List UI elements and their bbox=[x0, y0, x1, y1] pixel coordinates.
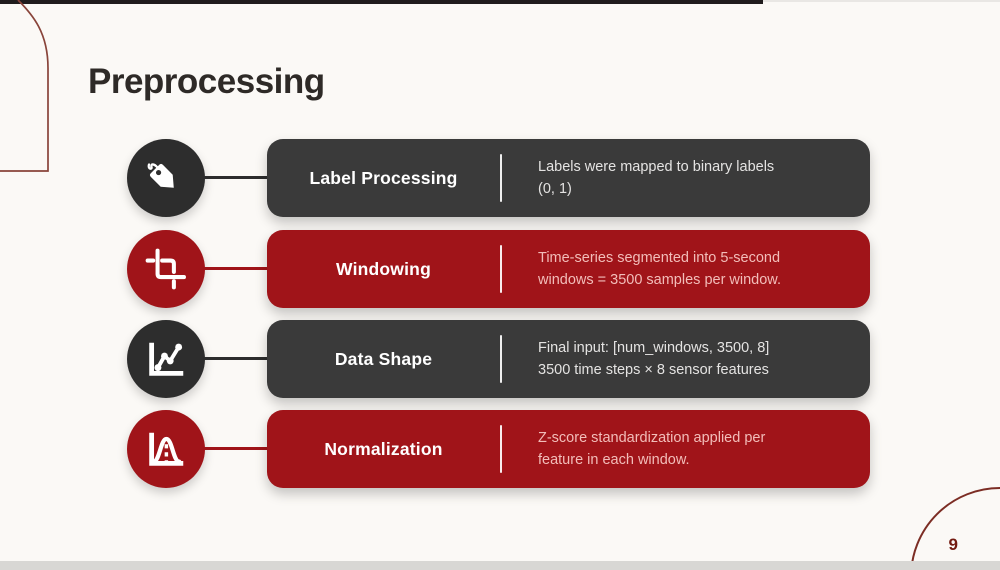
step-description: Time-series segmented into 5-second wind… bbox=[538, 249, 782, 288]
step-icon-badge bbox=[127, 139, 205, 217]
bottom-right-corner-arc bbox=[910, 487, 1000, 570]
connector-line bbox=[203, 176, 269, 179]
top-edge-bar bbox=[0, 0, 763, 4]
step-label: Normalization bbox=[324, 438, 443, 459]
step-icon-badge bbox=[127, 320, 205, 398]
step-row-normalization: Normalization Z-score standardization ap… bbox=[0, 410, 1000, 488]
card-divider bbox=[500, 245, 502, 293]
bottom-edge-strip bbox=[0, 561, 1000, 570]
step-icon-badge bbox=[127, 410, 205, 488]
tag-icon bbox=[142, 154, 190, 202]
step-description: Final input: [num_windows, 3500, 8] 3500… bbox=[538, 339, 770, 378]
step-card: Data Shape Final input: [num_windows, 35… bbox=[267, 320, 870, 398]
card-divider bbox=[500, 425, 502, 473]
step-description: Labels were mapped to binary labels (0, … bbox=[538, 158, 775, 197]
card-divider bbox=[500, 335, 502, 383]
step-row-data-shape: Data Shape Final input: [num_windows, 35… bbox=[0, 320, 1000, 398]
page-title: Preprocessing bbox=[88, 62, 325, 101]
step-label: Label Processing bbox=[309, 167, 458, 188]
step-label: Data Shape bbox=[334, 348, 433, 369]
connector-line bbox=[203, 357, 269, 360]
step-row-label-processing: Label Processing Labels were mapped to b… bbox=[0, 139, 1000, 217]
connector-line bbox=[203, 447, 269, 450]
step-icon-badge bbox=[127, 230, 205, 308]
step-description: Z-score standardization applied per feat… bbox=[538, 429, 766, 468]
crop-icon bbox=[144, 247, 188, 291]
step-label: Windowing bbox=[336, 258, 431, 279]
page-number: 9 bbox=[948, 535, 958, 554]
bell-curve-icon bbox=[143, 426, 189, 472]
step-card: Label Processing Labels were mapped to b… bbox=[267, 139, 870, 217]
step-card: Normalization Z-score standardization ap… bbox=[267, 410, 870, 488]
top-left-corner-arc bbox=[0, 0, 49, 172]
card-divider bbox=[500, 154, 502, 202]
step-card: Windowing Time-series segmented into 5-s… bbox=[267, 230, 870, 308]
connector-line bbox=[203, 267, 269, 270]
line-chart-icon bbox=[143, 336, 189, 382]
step-row-windowing: Windowing Time-series segmented into 5-s… bbox=[0, 230, 1000, 308]
